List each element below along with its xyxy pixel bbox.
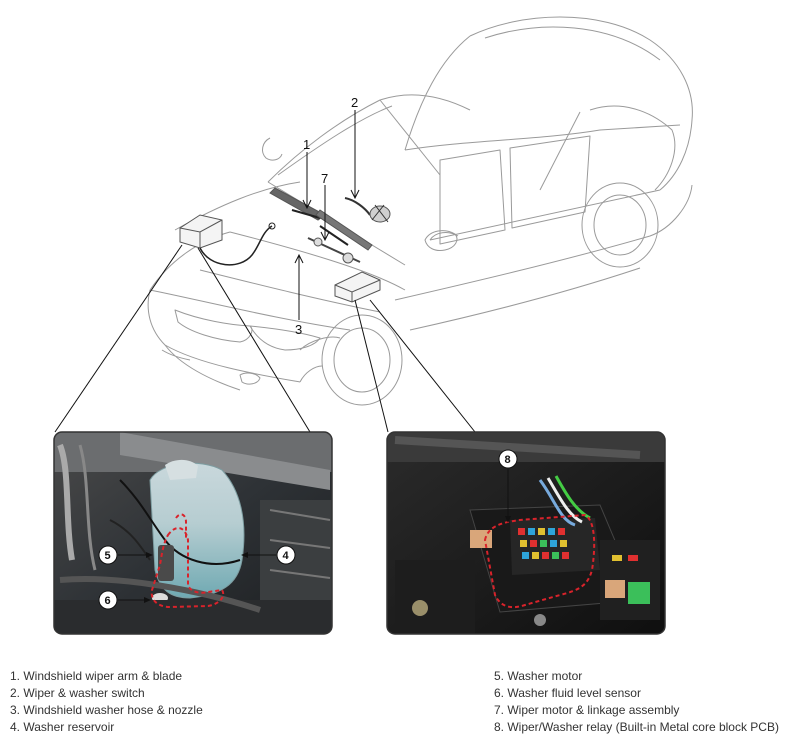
car-leaders (54, 110, 476, 433)
arrow-3 (294, 253, 304, 264)
relay-inset (386, 431, 666, 635)
legend-item-8: 8. Wiper/Washer relay (Built-in Metal co… (494, 720, 779, 734)
callout-1: 1 (303, 137, 310, 152)
car-components (179, 187, 391, 303)
left-inset-badges: 5 4 6 (98, 545, 296, 610)
reservoir-inset (53, 431, 333, 635)
arrow-2 (350, 189, 360, 200)
legend-item-5: 5. Washer motor (494, 669, 583, 683)
callout-7: 7 (321, 171, 328, 186)
arrow-1 (302, 199, 312, 210)
callout-2: 2 (351, 95, 358, 110)
callout-3: 3 (295, 322, 302, 337)
car-outline (147, 16, 693, 406)
arrow-7 (320, 231, 330, 242)
legend-item-2: 2. Wiper & washer switch (10, 686, 145, 700)
callout-6: 6 (105, 595, 111, 607)
legend-left-column: 1. Windshield wiper arm & blade 2. Wiper… (10, 668, 203, 736)
legend-item-1: 1. Windshield wiper arm & blade (10, 669, 183, 683)
callout-4: 4 (283, 550, 290, 562)
legend-item-7: 7. Wiper motor & linkage assembly (494, 703, 680, 717)
callout-8: 8 (505, 454, 511, 466)
legend-item-4: 4. Washer reservoir (10, 720, 115, 734)
callout-5: 5 (105, 550, 111, 562)
callout-labels: 1 2 7 3 (295, 95, 358, 337)
legend-item-3: 3. Windshield washer hose & nozzle (10, 703, 203, 717)
right-inset-badges: 8 (498, 449, 518, 469)
legend-right-column: 5. Washer motor 6. Washer fluid level se… (494, 668, 779, 736)
legend-item-6: 6. Washer fluid level sensor (494, 686, 641, 700)
